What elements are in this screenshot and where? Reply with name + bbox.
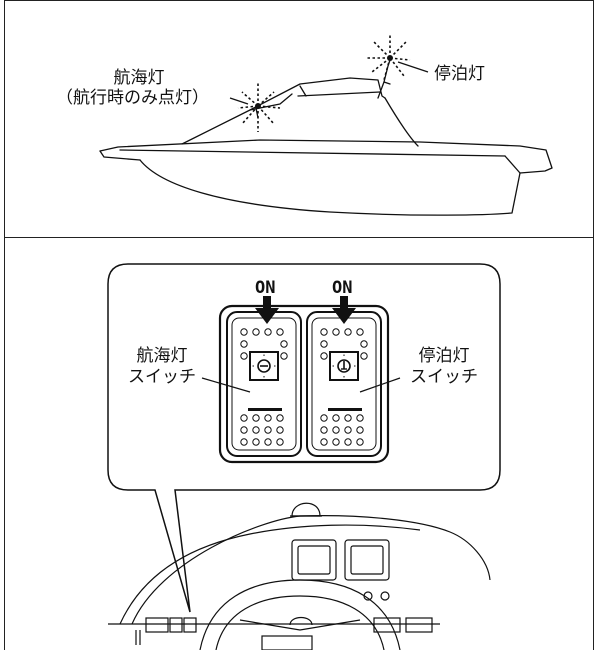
nav-switch-leader: [201, 377, 251, 393]
anchor-switch-leader: [359, 377, 401, 393]
nav-light-label: 航海灯: [94, 68, 184, 89]
nav-switch-label-line2: スイッチ: [128, 367, 196, 387]
nav-light-label-line1: 航海灯: [113, 68, 165, 88]
nav-switch-label: 航海灯 スイッチ: [114, 346, 210, 388]
dashboard-drawing: [108, 502, 491, 650]
boat-cabin: [181, 77, 419, 147]
on-arrow-right-icon: [332, 296, 356, 324]
anchor-light-burst-icon: [366, 34, 411, 81]
on-label-right: ON: [332, 278, 353, 298]
anchor-switch-label-line2: スイッチ: [410, 367, 478, 387]
anchor-light-label: 停泊灯: [434, 64, 485, 84]
dashboard-switch-panel: [4, 237, 594, 650]
anchor-light-switch[interactable]: [306, 311, 382, 457]
anchor-switch-label: 停泊灯 スイッチ: [396, 346, 492, 388]
nav-light-switch[interactable]: [226, 311, 302, 457]
boat-hull: [99, 139, 553, 216]
on-label-left: ON: [255, 278, 276, 298]
anchor-switch-label-line1: 停泊灯: [418, 346, 470, 366]
on-arrow-left-icon: [255, 296, 279, 324]
nav-light-label-line2: （航行時のみ点灯）: [56, 88, 209, 108]
nav-switch-label-line1: 航海灯: [136, 346, 188, 366]
nav-light-burst-icon: [237, 82, 281, 132]
